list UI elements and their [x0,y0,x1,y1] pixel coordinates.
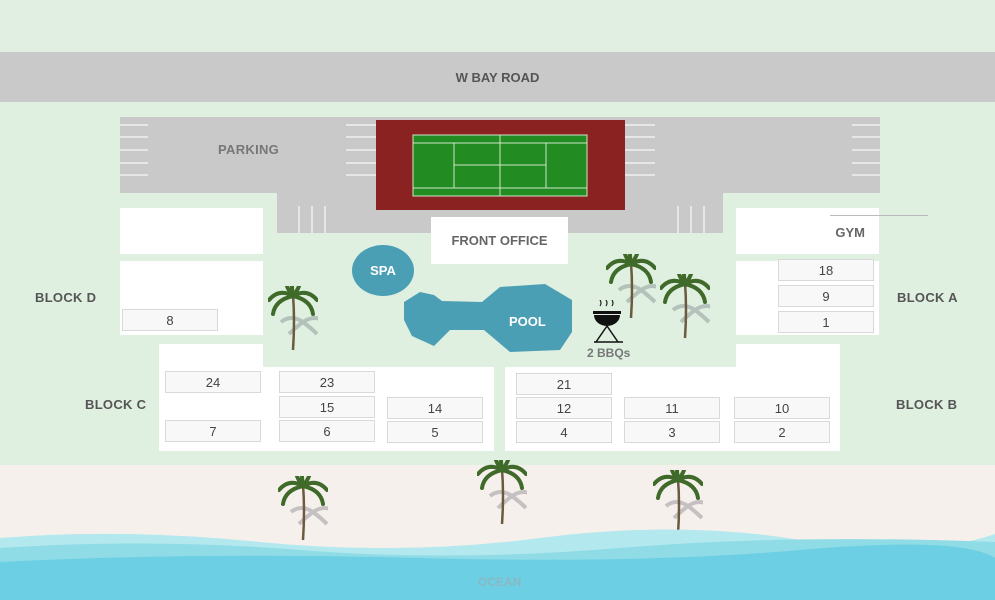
parking-label: PARKING [218,142,280,157]
bbq-grill-icon [593,300,623,343]
unit-10[interactable]: 10 [734,397,830,419]
unit-12[interactable]: 12 [516,397,612,419]
unit-5[interactable]: 5 [387,421,483,443]
spa-label: SPA [370,263,396,278]
palm-tree-icon [477,460,527,526]
bbq-label: 2 BBQs [587,346,631,360]
building-c-wing [159,344,263,368]
palm-tree-icon [653,470,703,536]
gym-pointer-line [830,215,928,216]
road-label: W BAY ROAD [455,69,540,85]
tennis-court [412,134,588,197]
ocean [0,529,995,600]
unit-18[interactable]: 18 [778,259,874,281]
block-c-label: BLOCK C [85,397,147,412]
unit-14[interactable]: 14 [387,397,483,419]
building-d-upper [120,208,263,254]
unit-2[interactable]: 2 [734,421,830,443]
front-office-label: FRONT OFFICE [451,233,548,248]
gym-label: GYM [835,225,865,240]
unit-3[interactable]: 3 [624,421,720,443]
front-office[interactable]: FRONT OFFICE [431,217,568,264]
unit-8[interactable]: 8 [122,309,218,331]
tennis-court-area[interactable] [376,120,625,210]
ocean-label: OCEAN [478,575,522,589]
unit-9[interactable]: 9 [778,285,874,307]
unit-6[interactable]: 6 [279,420,375,442]
unit-7[interactable]: 7 [165,420,261,442]
block-d-label: BLOCK D [35,290,97,305]
top-grass [0,0,995,52]
unit-24[interactable]: 24 [165,371,261,393]
pool-shape[interactable] [400,280,575,355]
unit-21[interactable]: 21 [516,373,612,395]
palm-tree-icon [660,274,710,340]
palm-tree-icon [268,286,318,352]
unit-23[interactable]: 23 [279,371,375,393]
building-b-wing [736,344,840,368]
unit-15[interactable]: 15 [279,396,375,418]
road: W BAY ROAD [0,52,995,102]
unit-1[interactable]: 1 [778,311,874,333]
block-b-label: BLOCK B [896,397,958,412]
spa[interactable]: SPA [352,245,414,296]
pool-label: POOL [509,314,546,329]
unit-11[interactable]: 11 [624,397,720,419]
unit-4[interactable]: 4 [516,421,612,443]
block-a-label: BLOCK A [897,290,958,305]
palm-tree-icon [606,254,656,320]
